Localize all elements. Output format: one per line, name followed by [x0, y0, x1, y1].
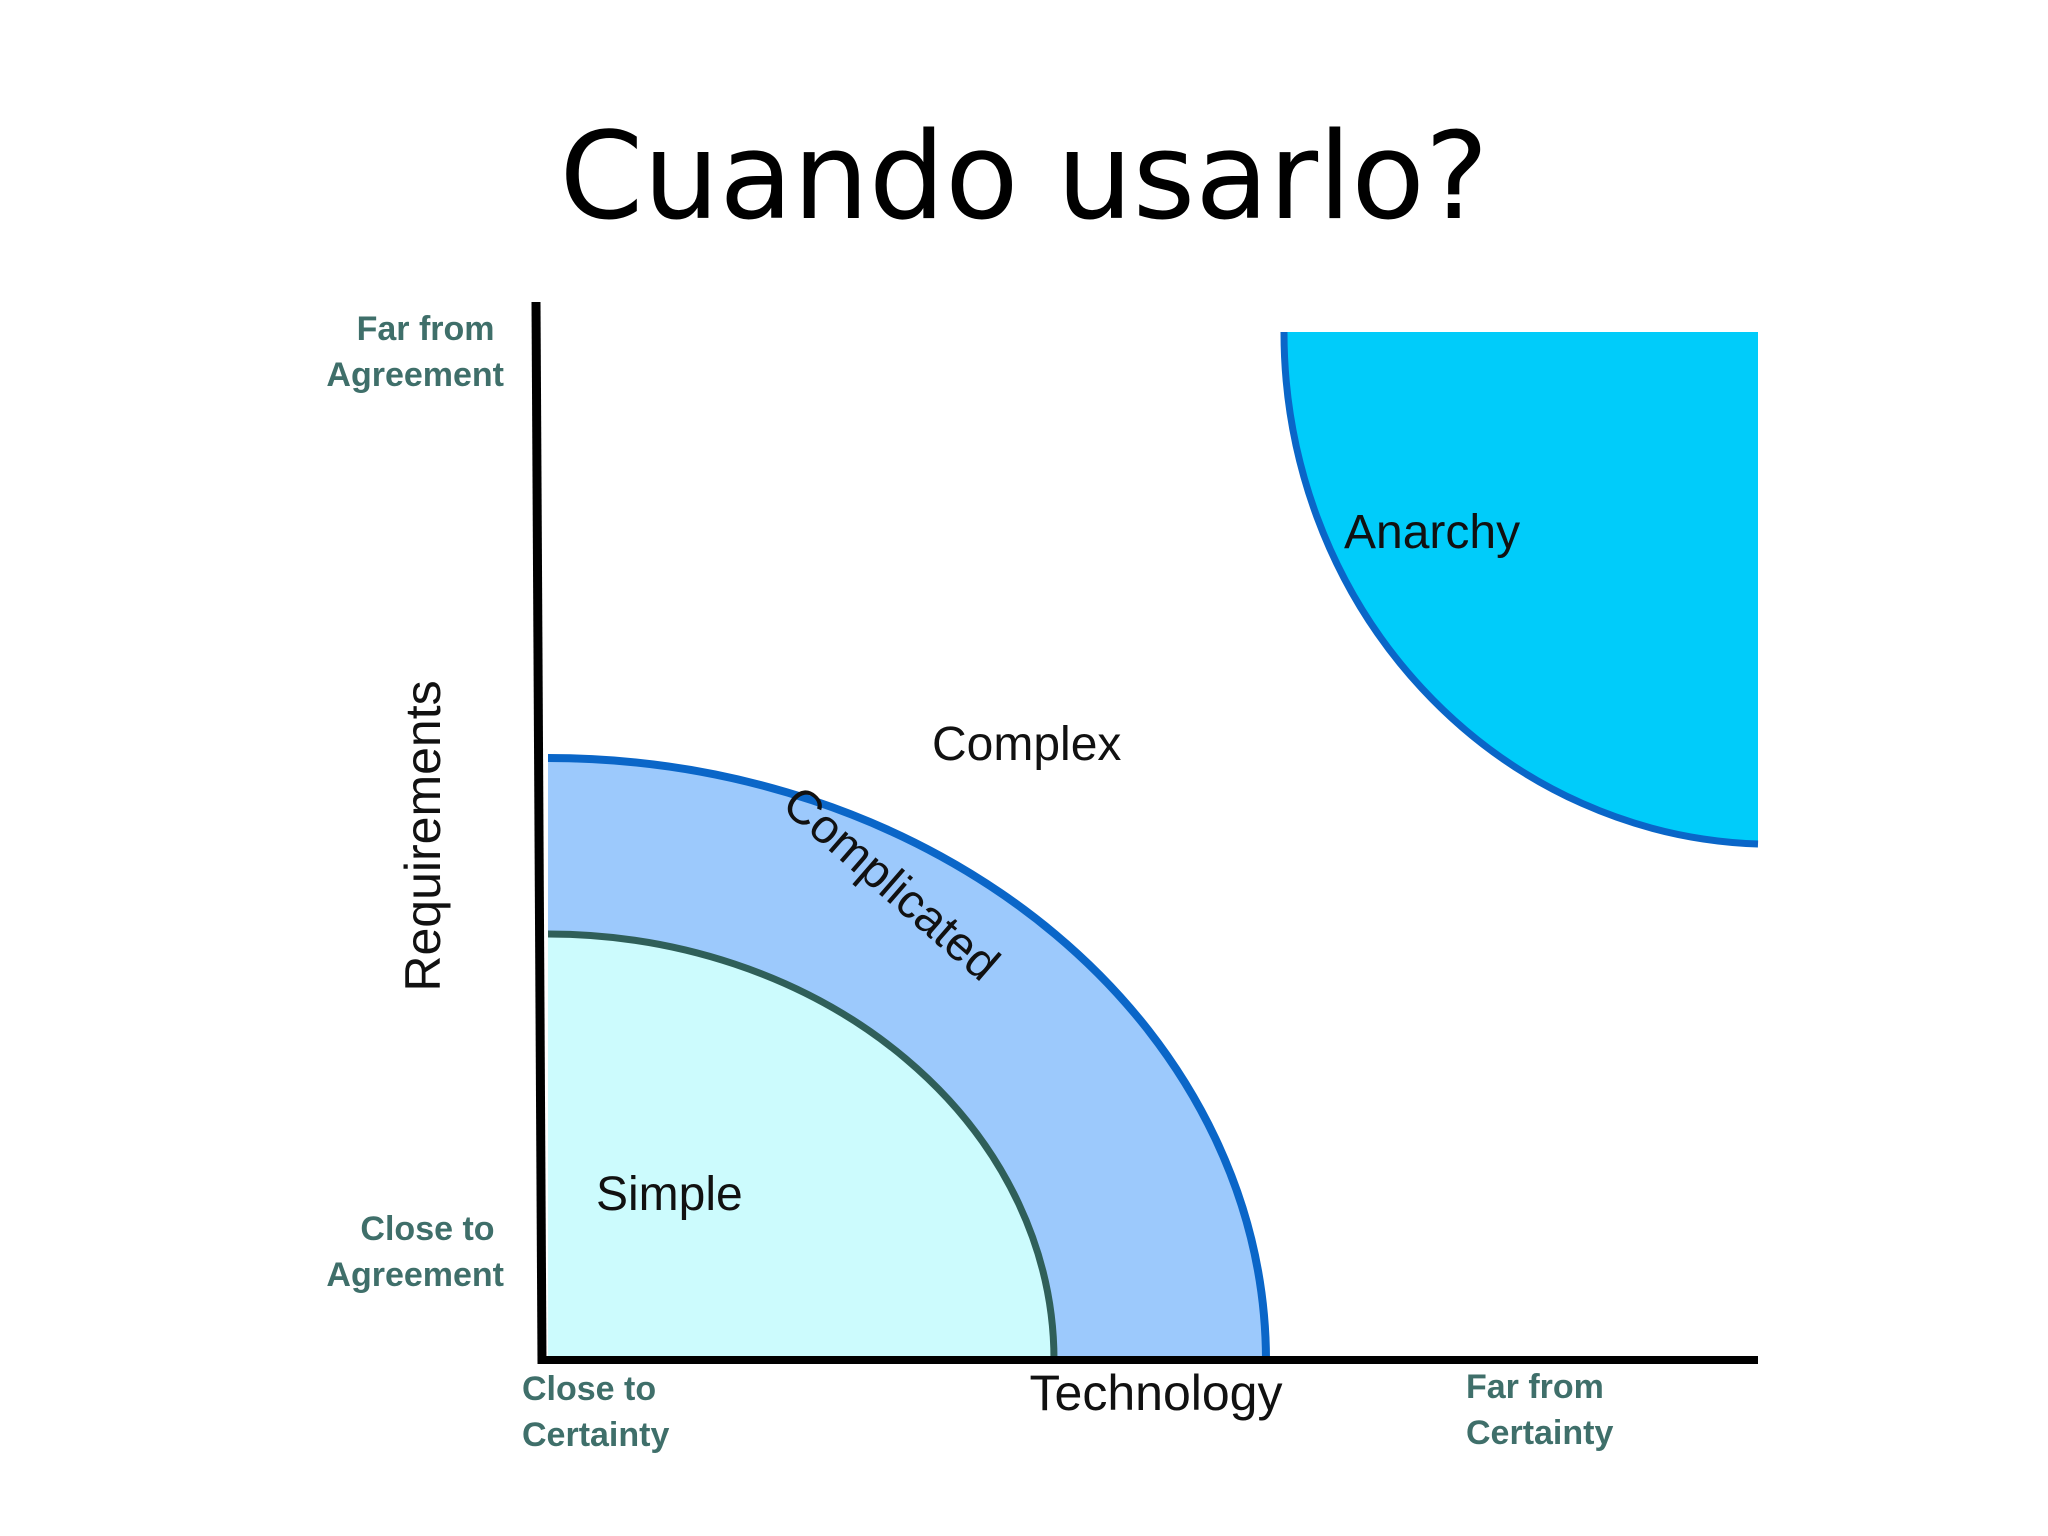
y-axis-top-label-line-2: Agreement: [326, 356, 504, 394]
y-axis-bottom-label-line-1: Close to: [360, 1210, 494, 1248]
complex-label: Complex: [932, 718, 1121, 771]
x-axis-right-label-line-2: Certainty: [1466, 1414, 1613, 1452]
x-axis-left-label-line-1: Close to: [522, 1370, 656, 1408]
anarchy-region: [1283, 332, 1758, 844]
anarchy-edge: [1280, 331, 1759, 848]
simple-edge: [547, 930, 1058, 1361]
slide-title: Cuando usarlo?: [559, 108, 1489, 247]
y-axis-bottom-label: Close to Agreement: [326, 1210, 504, 1294]
simple-label: Simple: [596, 1168, 743, 1221]
x-axis-left-label-line-2: Certainty: [522, 1416, 669, 1454]
x-axis-right-label: Far from Certainty: [1466, 1368, 1613, 1452]
y-axis-top-label: Far from Agreement: [326, 310, 504, 394]
x-axis-left-label: Close to Certainty: [522, 1370, 669, 1454]
anarchy-label: Anarchy: [1344, 506, 1520, 559]
y-axis-top-label-line-1: Far from: [357, 310, 495, 348]
simple-region: [548, 934, 1054, 1360]
y-axis-title: Requirements: [395, 680, 451, 991]
y-axis-line: [531, 301, 547, 1365]
y-axis-bottom-label-line-2: Agreement: [326, 1256, 504, 1294]
x-axis-right-label-line-1: Far from: [1466, 1368, 1604, 1406]
complicated-outer-edge: [547, 754, 1270, 1361]
x-axis-title: Technology: [1030, 1365, 1283, 1421]
